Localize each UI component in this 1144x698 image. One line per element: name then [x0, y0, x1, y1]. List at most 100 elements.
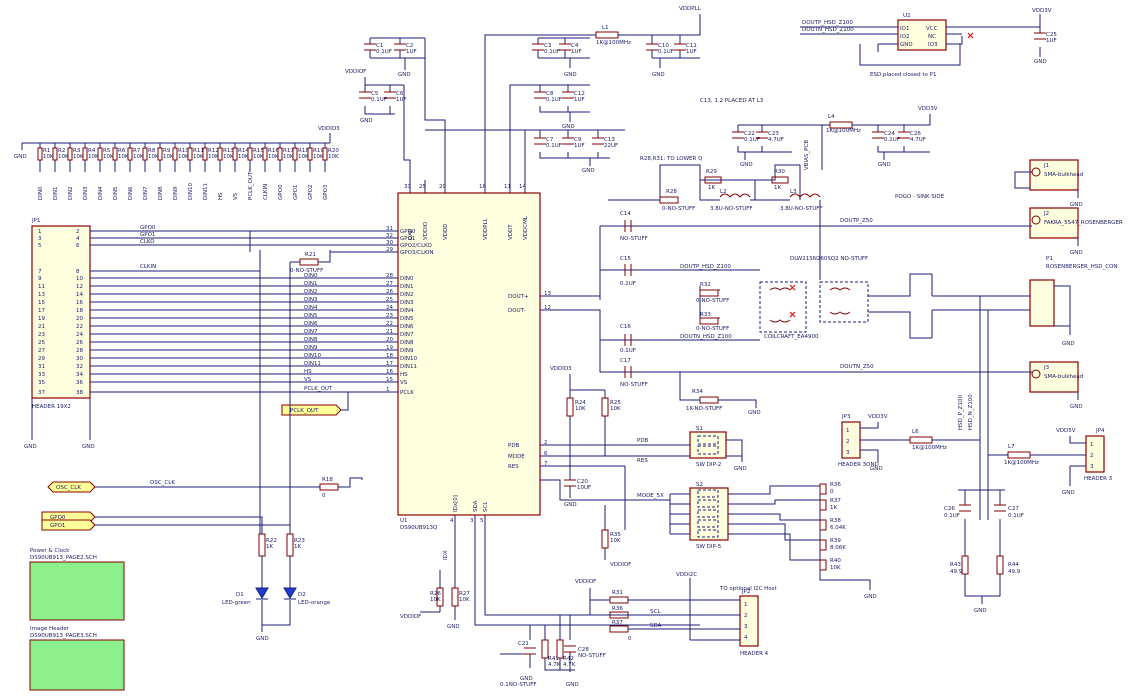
- c10-value: 0.1UF: [658, 49, 674, 55]
- u1-top-pin-5: VDDCML: [523, 215, 529, 240]
- r26-ref: R26: [430, 591, 441, 597]
- j1-gnd: GND: [1070, 202, 1083, 208]
- j1-wires: [1014, 171, 1079, 198]
- rbank-pin-4: DIN4: [98, 186, 104, 200]
- rbank-ref-1: R2: [58, 148, 65, 154]
- jp3-gnd: GND: [870, 466, 883, 472]
- rbank-ref-14: R15: [253, 148, 264, 154]
- c23-label: C23: [768, 131, 779, 137]
- u1-body: [397, 192, 541, 516]
- u1-left-num-13: 19: [386, 345, 393, 351]
- mode-net: MODE_5X: [637, 493, 664, 499]
- r27-ref: R27: [459, 591, 470, 597]
- r25-value: 10K: [610, 406, 621, 412]
- r32-value: 0-NO-STUFF: [696, 298, 729, 304]
- mode-res-body: [819, 559, 827, 571]
- pdb-net: PDB: [637, 438, 649, 444]
- r21-ref: R21: [305, 252, 316, 258]
- jp1-left-num-18: 37: [38, 390, 45, 396]
- rbank-val-0: 10K: [43, 154, 54, 160]
- rbank-ref-4: R5: [103, 148, 111, 154]
- j2-name: FAKRA_5S47_ROSENBERGER: [1044, 220, 1123, 226]
- u1-right-pin-4: RES: [508, 464, 519, 470]
- filter-note: C13, 1.2 PLACED AT L3: [700, 98, 764, 104]
- bus-wire: [90, 251, 384, 272]
- u1-left-pin-1: GPO1: [400, 236, 415, 242]
- s2-switch-0[interactable]: [697, 489, 719, 498]
- s2-switch-3[interactable]: [697, 519, 719, 528]
- c11-label: C11: [686, 43, 697, 49]
- sheet-image-header[interactable]: [29, 639, 125, 691]
- rbank-pin-16: GPO0: [278, 184, 284, 200]
- u1-bottom-pin-0: IDx[0]: [453, 495, 459, 512]
- u1-left-pin-17: VS: [400, 380, 408, 386]
- jp1-left-num-12: 25: [38, 340, 45, 346]
- bus-net-0: GPO0: [140, 225, 156, 231]
- l3-value: 3.8U-NO-STUFF: [780, 206, 823, 212]
- jp1-right-num-17: 36: [76, 380, 83, 386]
- s1-name: SW DIP-2: [696, 462, 721, 468]
- sheet-power-clock[interactable]: [29, 561, 125, 621]
- c15-value: 0.1UF: [620, 281, 636, 287]
- s2-switches: [697, 489, 719, 538]
- bus-pclk-out: PCLK_OUT: [304, 386, 333, 392]
- u1-right-pin-2: PDB: [508, 443, 520, 449]
- i2c-gnd: GND: [566, 682, 579, 688]
- l7-body: [1007, 451, 1031, 459]
- j2-ref: J2: [1043, 211, 1049, 217]
- led-wires: [261, 556, 291, 632]
- bus-din-0: DIN0: [304, 273, 318, 279]
- l1-wires: [618, 14, 701, 68]
- s2-switch-4[interactable]: [697, 529, 719, 538]
- u1-left-num-9: 23: [386, 313, 393, 319]
- rbank-resistor: [187, 147, 193, 161]
- rbank-val-12: 10K: [223, 154, 234, 160]
- u2-net-p: DOUTP_HSD_Z100: [802, 20, 853, 26]
- i2c-vddio: VDDIOF: [575, 579, 596, 585]
- jp1-left-num-4: 9: [38, 276, 42, 282]
- jp1-left-num-2: 5: [38, 243, 42, 249]
- u1-left-num-3: 29: [386, 247, 393, 253]
- r18-body: [319, 483, 339, 491]
- mode-res-ref-2: R38: [830, 518, 841, 524]
- rbank-ref-13: R14: [238, 148, 249, 154]
- u1-top-pin-3: VDDPLL: [483, 217, 489, 240]
- rbank-resistor: [307, 147, 313, 161]
- pullup-resistor-bank: R110KDIN0R210KDIN1R310KDIN2R410KDIN3R510…: [37, 143, 339, 200]
- j2-coax: [1031, 215, 1041, 225]
- p1-gnd: GND: [1062, 341, 1075, 347]
- rbank-ref-10: R11: [193, 148, 204, 154]
- l4-ref: L4: [828, 114, 835, 120]
- jp3-wires: [860, 422, 910, 462]
- r33-ref: R33: [700, 312, 711, 318]
- c20-gnd: GND: [564, 502, 577, 508]
- s2-switch-2[interactable]: [697, 509, 719, 518]
- u1-right-num-3: 6: [544, 451, 548, 457]
- rbank-pin-11: DIN11: [203, 183, 209, 200]
- rbank-pin-2: DIN2: [68, 187, 74, 200]
- r43-value: 49.9: [950, 569, 963, 575]
- rbank-resistor: [52, 147, 58, 161]
- c21-value: 0.1NO-STUFF: [500, 682, 537, 688]
- c7c8-gnd: GND: [562, 124, 575, 130]
- c5c6-wires: [364, 77, 411, 193]
- l1-ref: L1: [602, 25, 609, 31]
- c24-label: C24: [884, 131, 895, 137]
- rbank-vddio: VDDIO3: [318, 126, 340, 132]
- u2-note: ESD placed closed to P1: [870, 72, 936, 78]
- jp1-left-num-16: 33: [38, 372, 45, 378]
- jp1-right-num-5: 12: [76, 284, 83, 290]
- rbank-ref-3: R4: [88, 148, 96, 154]
- c20-value: 10UF: [577, 485, 591, 491]
- c22-label: C22: [744, 131, 755, 137]
- jp2-title: TO optional I2C Host: [719, 586, 778, 592]
- u1-bottom-pin-1: SDA: [473, 500, 479, 512]
- jp1-right-num-6: 14: [76, 292, 83, 298]
- rbank-ref-16: R17: [283, 148, 294, 154]
- u1-left-num-11: 21: [386, 329, 393, 335]
- s2-switch-1[interactable]: [697, 499, 719, 508]
- c24-value: 0.1UF: [884, 137, 900, 143]
- c3-value: 0.1UF: [544, 49, 560, 55]
